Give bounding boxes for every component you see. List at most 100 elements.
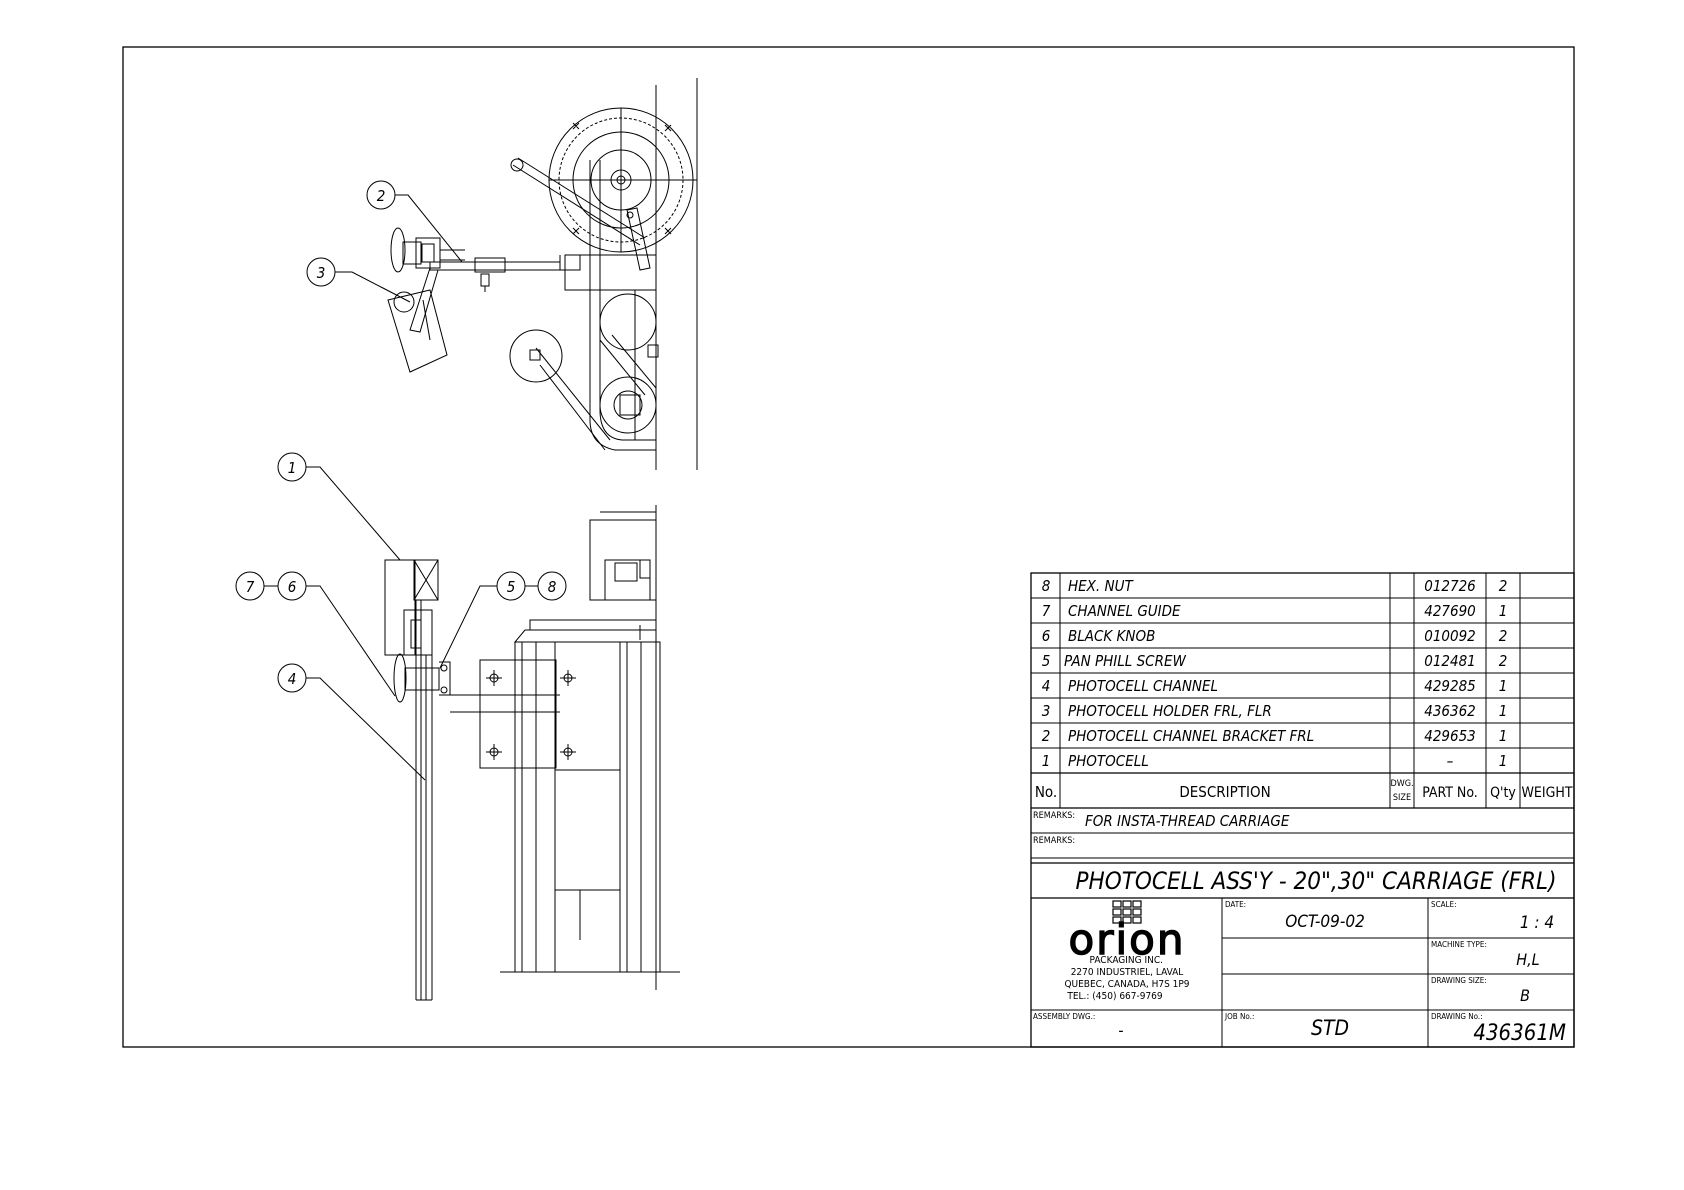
scale-label: SCALE: bbox=[1431, 900, 1457, 909]
drawing-no-label: DRAWING No.: bbox=[1431, 1012, 1483, 1021]
svg-text:5: 5 bbox=[1042, 652, 1051, 670]
bom-table bbox=[1030, 572, 1575, 1048]
callout-bubble-4: 4 bbox=[277, 663, 307, 693]
assembly-dwg-value: - bbox=[1118, 1021, 1123, 1040]
header-weight: WEIGHT bbox=[1521, 785, 1572, 801]
bom-header: No. DESCRIPTION DWG. SIZE PART No. Q'ty … bbox=[1035, 779, 1573, 803]
callout-bubble-3: 3 bbox=[306, 257, 336, 287]
header-no: No. bbox=[1035, 783, 1057, 801]
orion-logo bbox=[1112, 900, 1142, 924]
company-address-2: QUEBEC, CANADA, H7S 1P9 bbox=[1064, 979, 1189, 990]
mechanical-drawing bbox=[384, 78, 698, 1001]
drawing-size-value: B bbox=[1520, 986, 1530, 1005]
bom-rows: 8 HEX. NUT 012726 2 7 CHANNEL GUIDE 4276… bbox=[1042, 577, 1508, 770]
drawing-size-label: DRAWING SIZE: bbox=[1431, 976, 1487, 985]
svg-text:1: 1 bbox=[1499, 677, 1508, 695]
machine-type-value: H,L bbox=[1516, 950, 1539, 969]
bom-row: 2 PHOTOCELL CHANNEL BRACKET FRL 429653 1 bbox=[1042, 727, 1508, 745]
svg-text:429285: 429285 bbox=[1424, 677, 1476, 695]
company-block: orion PACKAGING INC. 2270 INDUSTRIEL, LA… bbox=[1064, 900, 1190, 1002]
company-logo-text: orion bbox=[1069, 915, 1186, 964]
svg-text:8: 8 bbox=[548, 578, 557, 596]
photocell-bracket-top-view bbox=[387, 227, 465, 373]
svg-text:4: 4 bbox=[288, 670, 297, 688]
photocell-channel-side-view bbox=[384, 505, 680, 1001]
bom-row: 1 PHOTOCELL – 1 bbox=[1042, 752, 1508, 770]
callout-leaders bbox=[306, 194, 497, 781]
svg-text:3: 3 bbox=[317, 264, 326, 282]
bom-row: 7 CHANNEL GUIDE 427690 1 bbox=[1042, 602, 1508, 620]
svg-text:1: 1 bbox=[1042, 752, 1051, 770]
svg-text:–: – bbox=[1447, 752, 1454, 770]
drawing-no-value: 436361M bbox=[1473, 1021, 1566, 1046]
assembly-dwg-label: ASSEMBLY DWG.: bbox=[1033, 1012, 1095, 1021]
callout-bubble-2: 2 bbox=[366, 180, 396, 210]
svg-text:4: 4 bbox=[1042, 677, 1051, 695]
bom-row: 8 HEX. NUT 012726 2 bbox=[1042, 577, 1508, 595]
svg-text:PHOTOCELL: PHOTOCELL bbox=[1068, 752, 1149, 770]
title-block-fields: DATE: OCT-09-02 SCALE: 1 : 4 MACHINE TYP… bbox=[1033, 900, 1566, 1046]
remarks-value: FOR INSTA-THREAD CARRIAGE bbox=[1085, 812, 1290, 830]
machine-type-label: MACHINE TYPE: bbox=[1431, 940, 1487, 949]
svg-text:PHOTOCELL CHANNEL BRACKET FRL: PHOTOCELL CHANNEL BRACKET FRL bbox=[1068, 727, 1314, 745]
svg-text:427690: 427690 bbox=[1424, 602, 1476, 620]
svg-text:012481: 012481 bbox=[1424, 652, 1476, 670]
sheet-border bbox=[122, 46, 1575, 1048]
svg-text:PHOTOCELL CHANNEL: PHOTOCELL CHANNEL bbox=[1068, 677, 1218, 695]
bom-row: 3 PHOTOCELL HOLDER FRL, FLR 436362 1 bbox=[1042, 702, 1508, 720]
scale-value: 1 : 4 bbox=[1520, 913, 1554, 933]
svg-text:8: 8 bbox=[1042, 577, 1051, 595]
bom-row: 5 PAN PHILL SCREW 012481 2 bbox=[1042, 652, 1508, 670]
remarks-label-2: REMARKS: bbox=[1033, 836, 1075, 846]
company-name: PACKAGING INC. bbox=[1090, 955, 1163, 966]
svg-text:429653: 429653 bbox=[1424, 727, 1476, 745]
svg-text:1: 1 bbox=[1499, 727, 1508, 745]
svg-text:436362: 436362 bbox=[1424, 702, 1476, 720]
svg-text:3: 3 bbox=[1042, 702, 1051, 720]
svg-text:2: 2 bbox=[1499, 652, 1508, 670]
svg-text:CHANNEL GUIDE: CHANNEL GUIDE bbox=[1068, 602, 1181, 620]
callout-bubble-8: 8 bbox=[537, 571, 567, 601]
svg-text:1: 1 bbox=[1499, 602, 1508, 620]
svg-text:2: 2 bbox=[1499, 577, 1508, 595]
svg-text:6: 6 bbox=[288, 578, 297, 596]
callout-bubble-6: 6 bbox=[277, 571, 307, 601]
header-qty: Q'ty bbox=[1490, 785, 1516, 801]
svg-text:5: 5 bbox=[507, 578, 516, 596]
svg-text:1: 1 bbox=[1499, 702, 1508, 720]
job-no-label: JOB No.: bbox=[1224, 1012, 1254, 1021]
svg-text:PAN PHILL SCREW: PAN PHILL SCREW bbox=[1064, 652, 1186, 670]
svg-text:010092: 010092 bbox=[1424, 627, 1476, 645]
remarks-label: REMARKS: bbox=[1033, 811, 1075, 821]
svg-text:2: 2 bbox=[1499, 627, 1508, 645]
svg-text:7: 7 bbox=[246, 578, 255, 596]
roller-assembly-top-view bbox=[429, 78, 698, 470]
svg-text:1: 1 bbox=[1499, 752, 1508, 770]
header-description: DESCRIPTION bbox=[1179, 783, 1270, 801]
bom-row: 4 PHOTOCELL CHANNEL 429285 1 bbox=[1042, 677, 1508, 695]
header-part-no: PART No. bbox=[1422, 785, 1478, 801]
svg-text:2: 2 bbox=[377, 187, 386, 205]
company-tel: TEL.: (450) 667-9769 bbox=[1066, 991, 1163, 1002]
svg-text:7: 7 bbox=[1042, 602, 1051, 620]
svg-text:PHOTOCELL HOLDER FRL, FLR: PHOTOCELL HOLDER FRL, FLR bbox=[1068, 702, 1272, 720]
bom-row: 6 BLACK KNOB 010092 2 bbox=[1042, 627, 1508, 645]
drawing-title: PHOTOCELL ASS'Y - 20",30" CARRIAGE (FRL) bbox=[1075, 867, 1556, 895]
header-dwg-size-2: SIZE bbox=[1393, 793, 1411, 803]
svg-text:2: 2 bbox=[1042, 727, 1051, 745]
date-value: OCT-09-02 bbox=[1285, 912, 1365, 932]
callout-bubble-5: 5 bbox=[496, 571, 526, 601]
callout-bubble-1: 1 bbox=[277, 452, 307, 482]
remarks: REMARKS: FOR INSTA-THREAD CARRIAGE REMAR… bbox=[1033, 811, 1290, 846]
svg-text:BLACK KNOB: BLACK KNOB bbox=[1068, 627, 1155, 645]
svg-text:6: 6 bbox=[1042, 627, 1051, 645]
date-label: DATE: bbox=[1225, 900, 1246, 909]
header-dwg-size: DWG. bbox=[1390, 779, 1413, 789]
svg-text:1: 1 bbox=[288, 459, 297, 477]
company-address-1: 2270 INDUSTRIEL, LAVAL bbox=[1071, 967, 1184, 978]
callout-bubble-7: 7 bbox=[235, 571, 265, 601]
job-no-value: STD bbox=[1311, 1016, 1349, 1040]
svg-text:HEX. NUT: HEX. NUT bbox=[1068, 577, 1134, 595]
svg-text:012726: 012726 bbox=[1424, 577, 1476, 595]
